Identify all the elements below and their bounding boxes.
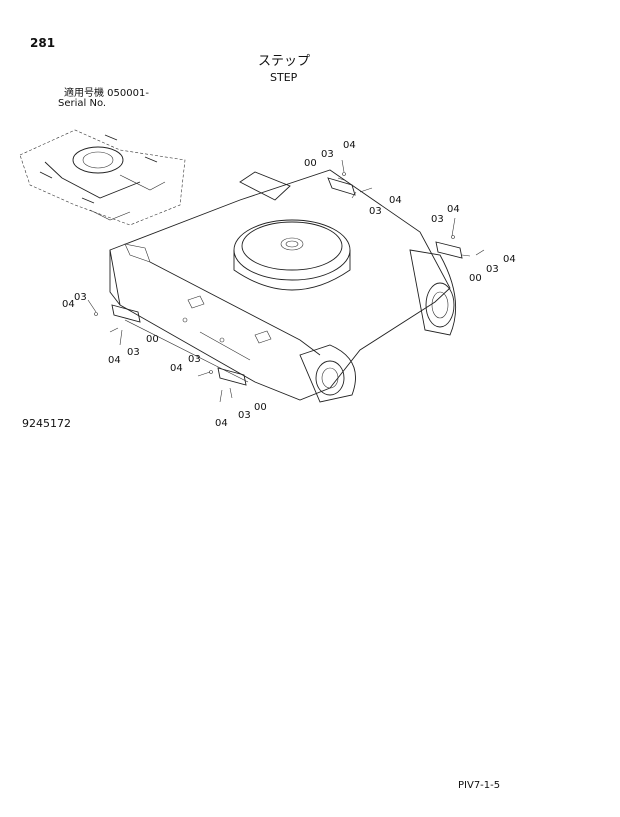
callout-label: 04 [170,363,183,374]
serial-label-english: Serial No. [58,98,107,109]
detail-view [19,129,186,226]
callout-label: 03 [238,410,251,421]
serial-label-japanese: 適用号機 050001- [64,88,149,99]
callout-label: 03 [127,347,140,358]
callout-label: 03 [74,292,87,303]
callout-label: 04 [503,254,516,265]
page-number: 281 [30,36,56,50]
callout-label: 04 [215,418,228,429]
callout-label: 03 [369,206,382,217]
footer-code: PIV7-1-5 [458,780,501,791]
callout-label: 03 [486,264,499,275]
callout-label: 03 [431,214,444,225]
undercarriage-frame [109,169,457,403]
callout-label: 00 [469,273,482,284]
callout-label: 04 [447,204,460,215]
callout-label: 04 [389,195,402,206]
callout-label: 04 [108,355,121,366]
callout-label: 00 [254,402,267,413]
title-japanese: ステップ [258,54,311,69]
title-english: STEP [270,71,298,84]
drawing-number: 9245172 [22,417,71,430]
callout-label: 04 [343,140,356,151]
callout-label: 00 [304,158,317,169]
callout-label: 03 [321,149,334,160]
callout-label: 00 [146,334,159,345]
callouts: 04 03 00 04 03 04 03 00 04 03 04 03 00 0… [62,140,516,429]
step-parts [87,159,485,403]
callout-label: 04 [62,299,75,310]
callout-label: 03 [188,354,201,365]
